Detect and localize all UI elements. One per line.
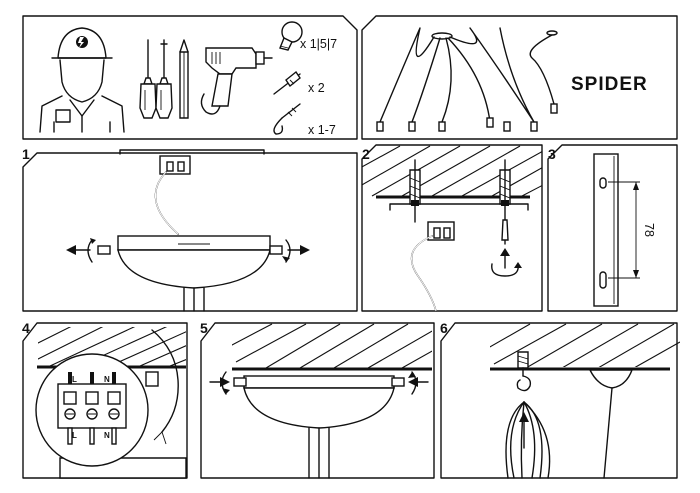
live-label-top: L bbox=[72, 375, 77, 384]
product-panel: SPIDER bbox=[361, 15, 678, 140]
step-2-panel: 2 bbox=[361, 144, 543, 312]
spider-pendant-illustration bbox=[376, 27, 558, 132]
hook-quantity: x 1-7 bbox=[308, 123, 336, 137]
step-1-panel: 1 bbox=[22, 146, 358, 312]
right-dowel bbox=[499, 159, 511, 245]
screwdriver-flat-icon bbox=[139, 39, 157, 119]
hook-screw-icon bbox=[273, 103, 301, 135]
distance-measurement: 78 bbox=[642, 223, 656, 237]
tools-panel: x 1|5|7 x 2 x 1-7 bbox=[22, 15, 358, 140]
terminal-block-detail bbox=[57, 372, 127, 445]
step-3-panel: 3 78 bbox=[547, 144, 678, 312]
step-1-number: 1 bbox=[22, 146, 30, 162]
drill-icon bbox=[200, 47, 273, 115]
right-screw-removal bbox=[269, 239, 310, 263]
pencil-icon bbox=[179, 39, 189, 119]
bulb-quantity: x 1|5|7 bbox=[300, 37, 337, 51]
bulb-icon bbox=[279, 21, 303, 51]
right-screw-tighten bbox=[391, 371, 429, 395]
product-name: SPIDER bbox=[571, 74, 648, 95]
canopy-illustration bbox=[117, 235, 271, 312]
ceiling-hook bbox=[516, 351, 532, 392]
canopy-illustration bbox=[243, 375, 395, 479]
rotate-arrow-icon bbox=[491, 248, 522, 277]
mounting-bar-illustration bbox=[593, 153, 619, 307]
dowel-screw-icon bbox=[273, 70, 301, 95]
dimension-line bbox=[608, 181, 640, 279]
step-6-panel: 6 bbox=[440, 320, 680, 479]
neutral-label-bottom: N bbox=[104, 431, 110, 440]
step-5-number: 5 bbox=[200, 320, 208, 336]
step-3-number: 3 bbox=[548, 146, 556, 162]
step-5-panel: 5 bbox=[200, 320, 435, 479]
step-6-number: 6 bbox=[440, 320, 448, 336]
left-screw-removal bbox=[66, 238, 111, 263]
step-4-panel: 4 bbox=[22, 320, 188, 479]
cable-bundle bbox=[505, 401, 551, 479]
left-dowel bbox=[409, 159, 421, 223]
left-screw-tighten bbox=[209, 371, 247, 395]
step-4-number: 4 bbox=[22, 320, 30, 336]
screwdriver-phillips-icon bbox=[155, 39, 173, 119]
worker-icon bbox=[39, 27, 125, 133]
step-2-number: 2 bbox=[362, 146, 370, 162]
dowel-quantity: x 2 bbox=[308, 81, 325, 95]
pendant-canopy bbox=[588, 369, 634, 479]
live-label-bottom: L bbox=[72, 431, 77, 440]
neutral-label-top: N bbox=[104, 375, 110, 384]
